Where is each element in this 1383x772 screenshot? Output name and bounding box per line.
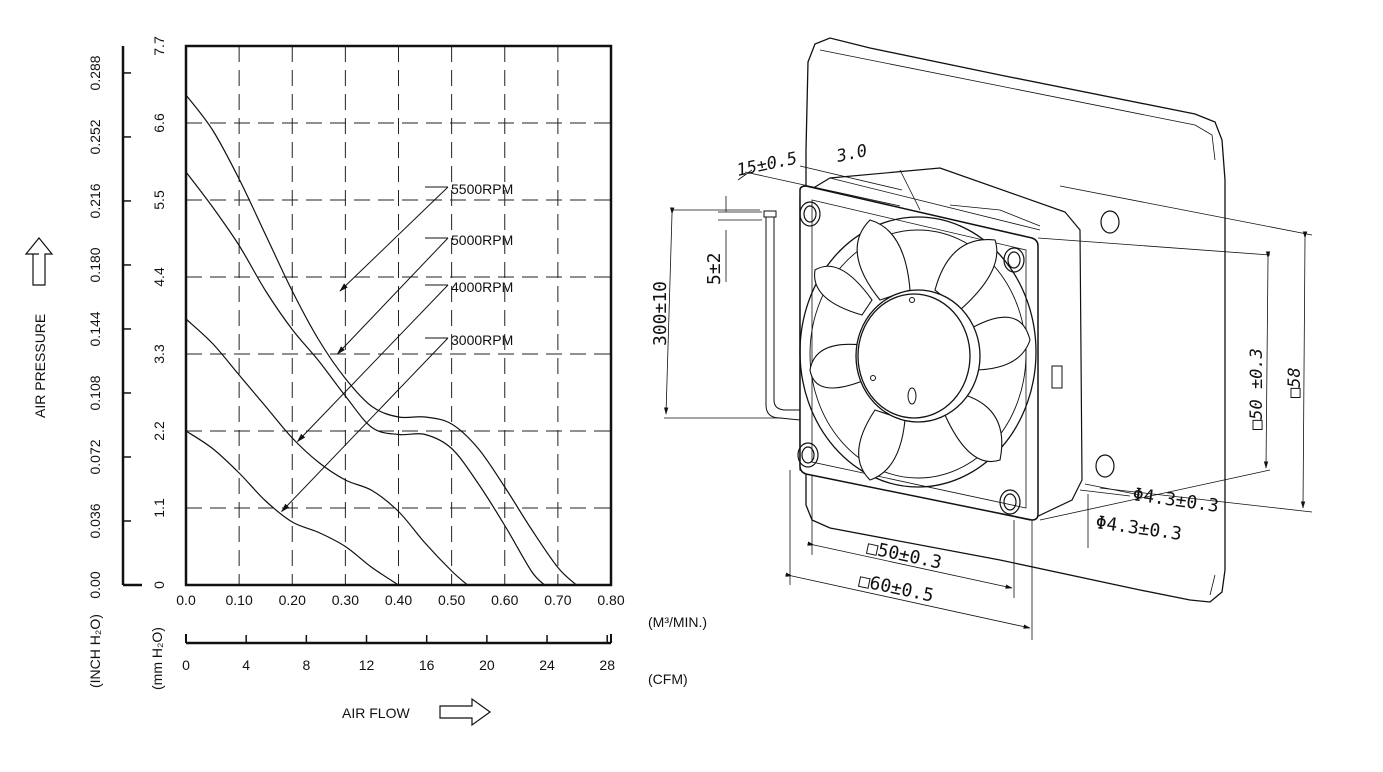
- pq-chart: 0.0 0.10 0.20 0.30 0.40 0.50 0.60 0.70 0.80 0 4 8 12…: [24, 36, 707, 727]
- x-tick-label: 0.40: [385, 592, 412, 608]
- x-tick-label: 0.20: [279, 592, 306, 608]
- y-tick-label-mm: 1.1: [151, 498, 167, 518]
- back-plate-edge: [819, 49, 1216, 596]
- arrow-5000rpm: [336, 237, 449, 355]
- cfm-tick-label: 28: [599, 657, 615, 673]
- arrow-3000rpm: [281, 337, 449, 513]
- fan-dimension-drawing: 15±0.5 3.0 5±2 300±10 □50 ±0.3 □58 Φ4.3±…: [650, 37, 1313, 640]
- y-tick-label-inch: 0.036: [87, 503, 103, 538]
- y-tick-label-mm: 5.5: [151, 190, 167, 210]
- wire-ends: [763, 210, 777, 218]
- y-tick-label-inch: 0.144: [87, 311, 103, 346]
- lead-wire: [765, 215, 801, 421]
- y-tick-label-inch: 0.00: [87, 571, 103, 598]
- cfm-tick-label: 8: [302, 657, 310, 673]
- x-tick-label: 0.0: [176, 592, 196, 608]
- curve-5500rpm: [185, 94, 577, 586]
- arrow-4000rpm: [296, 284, 449, 443]
- dim-5: 5±2: [704, 252, 725, 285]
- legend-5000rpm: 5000RPM: [451, 232, 513, 248]
- x-tick-label: 0.80: [597, 592, 624, 608]
- dim-lines: [664, 165, 1313, 640]
- curve-3000rpm: [185, 430, 399, 586]
- fan-ring-outer: [799, 216, 1037, 488]
- fan-blades: [809, 219, 1031, 481]
- dim-60-horizontal: □60±0.5: [857, 570, 936, 606]
- fan-ring-inner: [809, 229, 1027, 479]
- x-axis-title: AIR FLOW: [342, 705, 410, 721]
- y-tick-label-inch: 0.216: [87, 183, 103, 218]
- dim-15: 15±0.5: [735, 149, 799, 181]
- housing-top-edge: [829, 167, 1066, 231]
- y-tick-label-mm: 6.6: [151, 113, 167, 133]
- y-tick-label-inch: 0.108: [87, 375, 103, 410]
- y-tick-label-mm: 0: [151, 581, 167, 589]
- cfm-tick-label: 16: [419, 657, 435, 673]
- tick-layer: 0.0 0.10 0.20 0.30 0.40 0.50 0.60 0.70 0.80 0 4 8 12…: [87, 36, 625, 673]
- cfm-tick-label: 20: [479, 657, 495, 673]
- y-tick-label-inch: 0.072: [87, 439, 103, 474]
- y-unit-mm: (mm H₂O): [149, 627, 165, 690]
- dim-58: □58: [1285, 367, 1305, 398]
- legend-3000rpm: 3000RPM: [451, 332, 513, 348]
- x-tick-label: 0.60: [491, 592, 518, 608]
- curve-layer: [185, 94, 577, 586]
- cfm-tick-label: 24: [539, 657, 555, 673]
- x-unit-cfm: (CFM): [648, 671, 688, 687]
- chart-grid: [186, 46, 611, 585]
- legend-4000rpm: 4000RPM: [451, 279, 513, 295]
- y-unit-inch: (INCH H₂O): [87, 614, 103, 688]
- legend-arrows: 5500RPM 5000RPM 4000RPM 3000RPM: [281, 181, 513, 513]
- side-label-tab: [1051, 365, 1063, 389]
- cfm-tick-label: 12: [359, 657, 375, 673]
- arrow-5500rpm: [339, 186, 449, 292]
- fan-hub: [857, 293, 971, 419]
- x-tick-label: 0.50: [438, 592, 465, 608]
- hub-pin-2: [909, 297, 915, 303]
- x-tick-label: 0.70: [544, 592, 571, 608]
- hub-slot: [907, 387, 917, 405]
- x-tick-label: 0.10: [226, 592, 253, 608]
- curve-5000rpm: [185, 171, 546, 586]
- y-tick-label-mm: 4.4: [151, 267, 167, 287]
- x-unit-m3: (M³/MIN.): [648, 614, 707, 630]
- y-tick-label-inch: 0.180: [87, 247, 103, 282]
- mounting-holes: [797, 201, 1120, 515]
- legend-5500rpm: 5500RPM: [451, 181, 513, 197]
- curve-4000rpm: [185, 318, 468, 586]
- y-axis-title: AIR PRESSURE: [32, 314, 48, 418]
- cfm-tick-label: 4: [242, 657, 250, 673]
- dim-50-vertical: □50 ±0.3: [1247, 348, 1267, 430]
- y-tick-label-inch: 0.252: [87, 119, 103, 154]
- y-tick-label-mm: 3.3: [151, 344, 167, 364]
- cfm-tick-label: 0: [182, 657, 190, 673]
- dim-300: 300±10: [650, 281, 671, 346]
- y-axis-up-arrow: [24, 237, 54, 286]
- y-tick-label-inch: 0.288: [87, 55, 103, 90]
- y-tick-label-mm: 7.7: [151, 36, 167, 56]
- x-axis-right-arrow: [439, 697, 492, 727]
- y-tick-label-mm: 2.2: [151, 421, 167, 441]
- x-tick-label: 0.30: [332, 592, 359, 608]
- hub-pin-1: [870, 375, 876, 381]
